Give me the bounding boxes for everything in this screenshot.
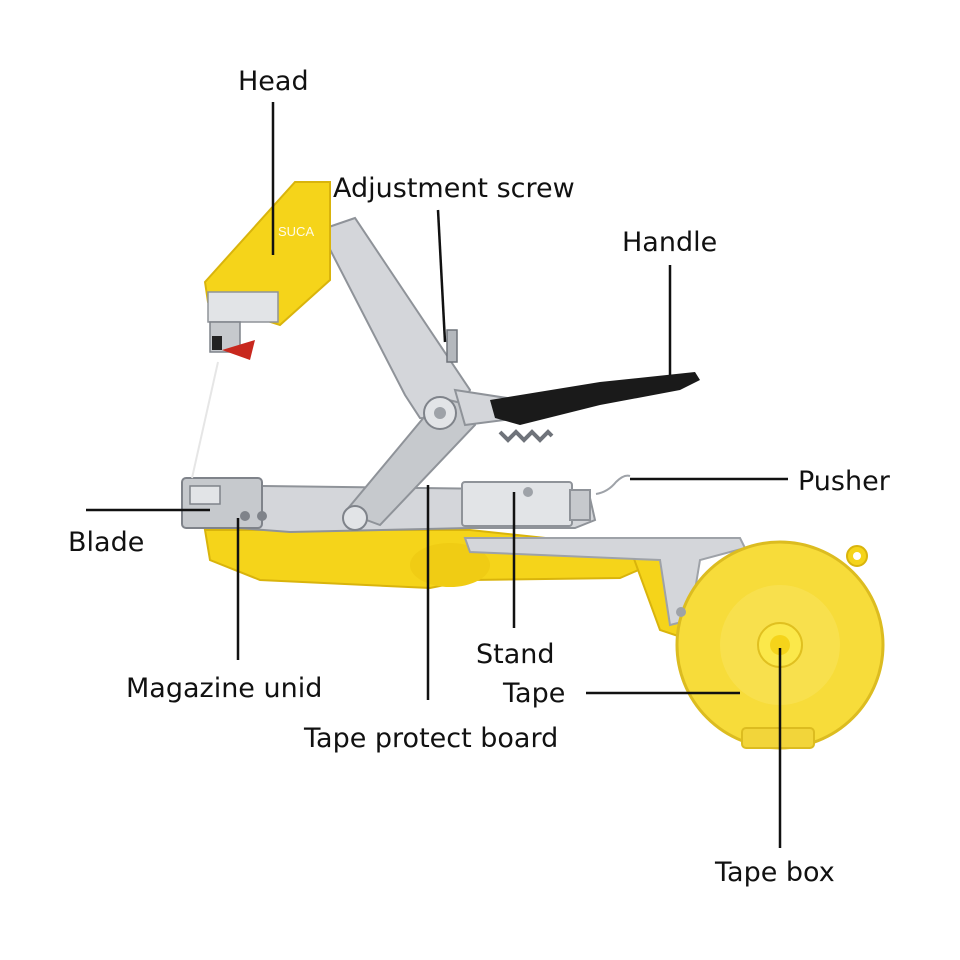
label-head: Head	[238, 66, 309, 97]
leader-line-adjustment-screw	[436, 209, 447, 343]
label-magazine-unid: Magazine unid	[126, 673, 323, 704]
pusher-hook	[595, 474, 631, 495]
handle-grip	[490, 372, 700, 425]
adjustment-screw	[446, 329, 458, 363]
label-blade: Blade	[68, 527, 145, 558]
stand-block	[461, 481, 573, 527]
magazine-bulge	[410, 543, 490, 587]
label-tape: Tape	[503, 678, 566, 709]
label-tape-protect-board: Tape protect board	[304, 723, 559, 754]
rivet	[676, 607, 686, 617]
label-tape-box: Tape box	[715, 857, 835, 888]
head-imprint: SUCA	[278, 224, 314, 239]
tape-hub-center	[770, 635, 790, 655]
label-pusher: Pusher	[798, 466, 890, 497]
tape-strand	[191, 361, 219, 479]
spring	[498, 429, 554, 443]
label-handle: Handle	[622, 227, 718, 258]
red-tip	[222, 340, 255, 360]
label-adjustment-screw: Adjustment screw	[333, 173, 575, 204]
label-stand: Stand	[476, 639, 555, 670]
lower-pivot	[342, 505, 368, 531]
tape-box-base	[741, 727, 815, 749]
head-metal	[207, 291, 279, 323]
upper-arm	[318, 216, 472, 422]
